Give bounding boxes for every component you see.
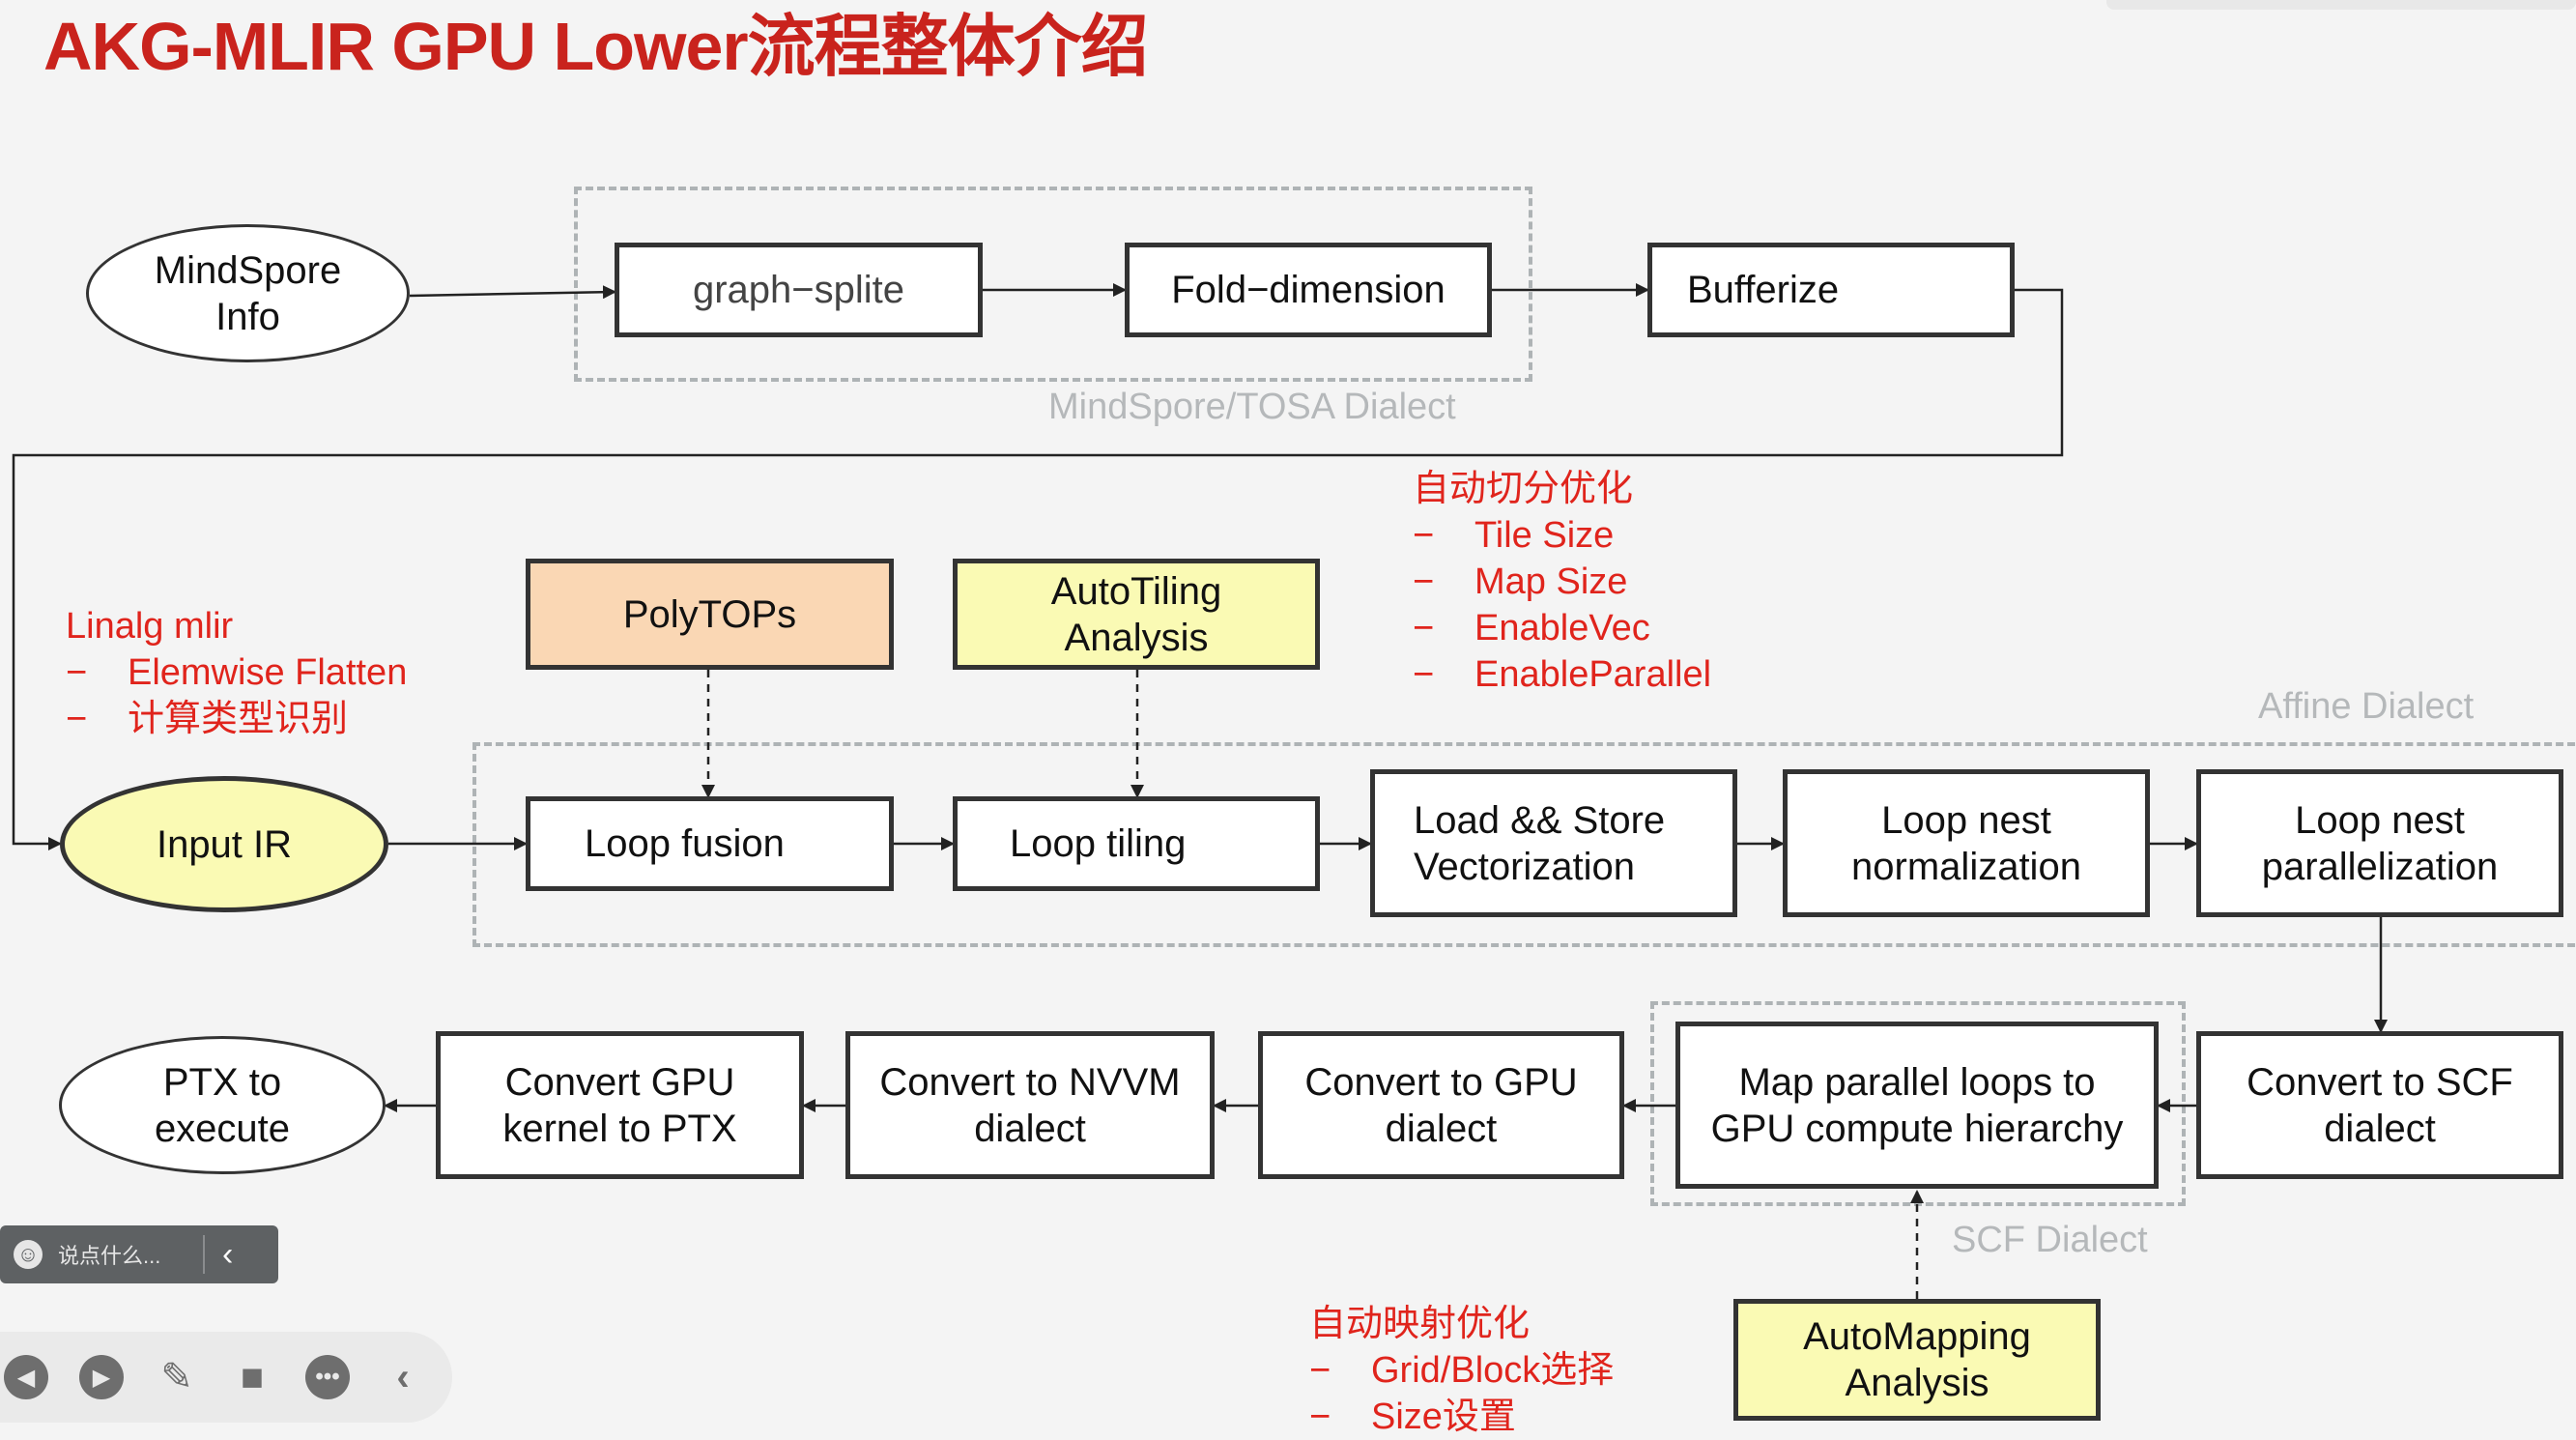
- region-label-scf: SCF Dialect: [1952, 1220, 2148, 1260]
- chat-input-bar[interactable]: ☺ 说点什么... ‹: [0, 1225, 278, 1283]
- chat-input[interactable]: 说点什么...: [58, 1244, 161, 1268]
- note-auto-tiling-item: −EnableVec: [1413, 608, 1650, 648]
- node-convert-gpu: Convert to GPU dialect: [1258, 1031, 1624, 1179]
- region-label-mindspore-tosa: MindSpore/TOSA Dialect: [1048, 387, 1456, 427]
- top-bar: [2106, 0, 2576, 10]
- note-linalg: Linalg mlir −Elemwise Flatten −计算类型识别: [66, 603, 407, 742]
- note-linalg-title: Linalg mlir: [66, 606, 234, 647]
- chevron-left-icon[interactable]: ‹: [222, 1235, 234, 1273]
- node-convert-ptx: Convert GPU kernel to PTX: [436, 1031, 804, 1179]
- note-auto-tiling-title: 自动切分优化: [1413, 469, 1634, 509]
- prev-icon[interactable]: ◀: [4, 1355, 48, 1399]
- collapse-icon[interactable]: ‹: [396, 1355, 410, 1398]
- node-normalization-label: Loop nest normalization: [1851, 798, 2081, 888]
- divider: [203, 1235, 205, 1274]
- node-parallelization: Loop nest parallelization: [2196, 769, 2563, 917]
- node-polytops: PolyTOPs: [526, 559, 894, 670]
- node-convert-nvvm-label: Convert to NVVM dialect: [879, 1060, 1181, 1150]
- node-loop-tiling-label: Loop tiling: [1010, 822, 1187, 865]
- node-convert-scf-label: Convert to SCF dialect: [2247, 1060, 2513, 1150]
- pen-icon[interactable]: ✎: [160, 1356, 193, 1398]
- node-automapping-analysis: AutoMapping Analysis: [1733, 1299, 2101, 1421]
- node-bufferize-label: Bufferize: [1687, 269, 1840, 311]
- node-parallelization-label: Loop nest parallelization: [2261, 798, 2499, 888]
- play-icon[interactable]: ▶: [79, 1355, 124, 1399]
- node-map-parallel-label: Map parallel loops to GPU compute hierar…: [1710, 1060, 2124, 1150]
- node-bufferize: Bufferize: [1647, 243, 2015, 337]
- note-auto-mapping-item: −Grid/Block选择: [1309, 1350, 1615, 1391]
- node-loop-tiling: Loop tiling: [953, 796, 1320, 891]
- node-fold-dimension: Fold−dimension: [1125, 243, 1492, 337]
- note-auto-tiling-item: −Tile Size: [1413, 515, 1615, 556]
- node-convert-gpu-label: Convert to GPU dialect: [1304, 1060, 1578, 1150]
- note-auto-mapping-item: −Size设置: [1309, 1397, 1516, 1437]
- node-convert-nvvm: Convert to NVVM dialect: [845, 1031, 1215, 1179]
- node-input-ir-label: Input IR: [156, 822, 293, 866]
- note-linalg-item: −计算类型识别: [66, 699, 349, 739]
- node-automapping-label: AutoMapping Analysis: [1803, 1315, 2031, 1404]
- node-loop-fusion-label: Loop fusion: [585, 822, 785, 865]
- smile-icon[interactable]: ☺: [14, 1240, 43, 1269]
- node-autotiling-label: AutoTiling Analysis: [1050, 569, 1222, 659]
- node-graph-split-label: graph−splite: [692, 269, 905, 311]
- node-vectorization: Load && Store Vectorization: [1370, 769, 1737, 917]
- node-ptx-execute: PTX to execute: [59, 1036, 386, 1174]
- node-convert-ptx-label: Convert GPU kernel to PTX: [502, 1060, 737, 1150]
- node-loop-fusion: Loop fusion: [526, 796, 894, 891]
- node-map-parallel: Map parallel loops to GPU compute hierar…: [1675, 1022, 2159, 1189]
- note-auto-mapping-opt: 自动映射优化 −Grid/Block选择 −Size设置: [1309, 1301, 1614, 1440]
- more-icon[interactable]: •••: [305, 1355, 350, 1399]
- player-toolbar: ◀ ▶ ✎ ■ ••• ‹: [0, 1332, 452, 1423]
- node-polytops-label: PolyTOPs: [622, 592, 797, 636]
- node-fold-dimension-label: Fold−dimension: [1171, 269, 1445, 311]
- note-linalg-item: −Elemwise Flatten: [66, 652, 408, 693]
- node-vectorization-label: Load && Store Vectorization: [1414, 798, 1666, 888]
- node-convert-scf: Convert to SCF dialect: [2196, 1031, 2563, 1179]
- node-ptx-execute-label: PTX to execute: [154, 1060, 291, 1150]
- note-auto-mapping-title: 自动映射优化: [1309, 1304, 1531, 1344]
- node-normalization: Loop nest normalization: [1783, 769, 2150, 917]
- note-auto-tiling-opt: 自动切分优化 −Tile Size −Map Size −EnableVec −…: [1413, 466, 1711, 698]
- slide-title: AKG-MLIR GPU Lower流程整体介绍: [43, 9, 1149, 84]
- region-label-affine: Affine Dialect: [2258, 686, 2475, 727]
- node-mindspore-info: MindSpore Info: [86, 224, 410, 362]
- note-auto-tiling-item: −Map Size: [1413, 562, 1628, 602]
- node-input-ir: Input IR: [60, 776, 388, 912]
- node-mindspore-info-label: MindSpore Info: [154, 248, 342, 338]
- node-autotiling-analysis: AutoTiling Analysis: [953, 559, 1320, 670]
- node-graph-split: graph−splite: [615, 243, 983, 337]
- note-auto-tiling-item: −EnableParallel: [1413, 654, 1712, 695]
- camera-icon[interactable]: ■: [240, 1355, 265, 1398]
